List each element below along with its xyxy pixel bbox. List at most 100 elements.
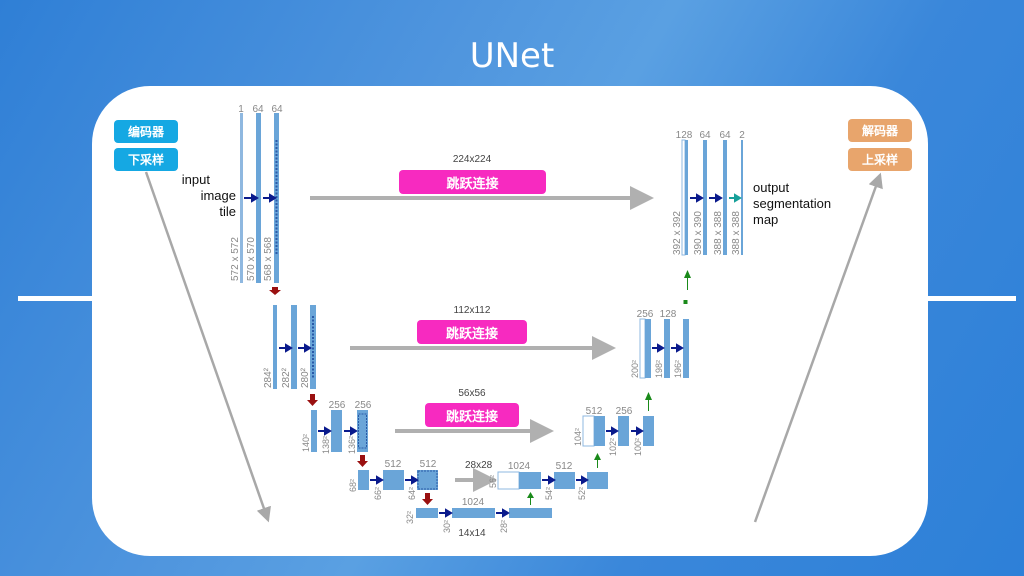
channel-label: 1024	[508, 461, 531, 472]
channel-label: 256	[637, 309, 654, 320]
right-divider	[926, 296, 1016, 301]
feature-map	[358, 470, 369, 490]
feature-map	[383, 470, 404, 490]
resolution-label: 28x28	[465, 460, 493, 471]
feature-map	[594, 416, 605, 446]
size-label: 570 x 570	[246, 237, 257, 281]
channel-label: 64	[719, 130, 731, 141]
conv-arrow	[370, 475, 384, 485]
upconv-arrow	[645, 392, 652, 411]
size-label: 28²	[499, 520, 509, 533]
skip-connection-button-56[interactable]: 跳跃连接	[425, 403, 519, 427]
conv-arrow	[298, 343, 312, 353]
channel-label: 512	[385, 459, 402, 470]
skip-connection-button-224[interactable]: 跳跃连接	[399, 170, 546, 194]
upconv-arrow	[527, 492, 534, 505]
channel-label: 1024	[462, 497, 485, 508]
slide-title: UNet	[469, 36, 555, 76]
feature-map	[357, 410, 368, 452]
pool-arrow	[357, 455, 368, 467]
feature-map	[683, 319, 689, 378]
feature-map	[703, 140, 707, 255]
size-label: 64²	[407, 487, 417, 500]
skip-connection-button-112[interactable]: 跳跃连接	[417, 320, 527, 344]
size-label: 284²	[263, 367, 274, 388]
channel-label: 64	[699, 130, 711, 141]
conv-arrow	[496, 508, 510, 518]
size-label: 30²	[442, 520, 452, 533]
upsample-guide-arrow	[753, 172, 883, 523]
input-label: image	[201, 188, 236, 203]
size-label: 56²	[488, 475, 498, 488]
downsample-guide-arrow	[144, 171, 271, 523]
size-label: 280²	[300, 367, 311, 388]
feature-map	[417, 470, 438, 490]
feature-map	[645, 319, 651, 378]
conv-arrow	[671, 343, 684, 353]
skip-resolution-112: 112x112	[453, 305, 491, 316]
channel-label: 256	[329, 400, 346, 411]
feature-map-copied	[639, 318, 646, 379]
size-label: 196²	[673, 360, 683, 378]
decoder-tag: 解码器	[848, 119, 912, 142]
size-label: 388 x 388	[731, 211, 742, 255]
upconv-arrow-gap	[683, 300, 688, 304]
feature-map	[509, 508, 552, 518]
size-label: 100²	[633, 438, 643, 456]
size-label: 138²	[321, 436, 331, 454]
channel-label: 2	[739, 130, 745, 141]
size-label: 392 x 392	[672, 211, 683, 255]
channel-label: 1	[238, 104, 244, 115]
conv-arrow	[631, 426, 644, 436]
feature-map	[664, 319, 670, 378]
pool-arrow	[269, 287, 281, 295]
output-label: output	[753, 180, 790, 195]
input-label: input	[182, 172, 211, 187]
conv-arrow	[279, 343, 293, 353]
size-label: 140²	[301, 434, 311, 452]
channel-label: 512	[556, 461, 573, 472]
feature-map	[519, 472, 541, 489]
upsample-tag: 上采样	[848, 148, 912, 171]
pool-arrow	[307, 394, 318, 406]
size-label: 572 x 572	[230, 237, 241, 281]
downsample-tag: 下采样	[114, 148, 178, 171]
channel-label: 512	[586, 406, 603, 417]
size-label: 68²	[348, 479, 358, 492]
input-label: tile	[219, 204, 236, 219]
conv-arrow	[709, 193, 723, 203]
upconv-arrow	[594, 453, 601, 468]
size-label: 136²	[347, 436, 357, 454]
size-label: 32²	[405, 511, 415, 524]
feature-map	[685, 140, 688, 255]
left-divider	[18, 296, 98, 301]
size-label: 200²	[630, 360, 640, 378]
feature-map	[554, 472, 575, 489]
encoder-tag: 编码器	[114, 120, 178, 143]
conv-arrow	[652, 343, 665, 353]
feature-map	[587, 472, 608, 489]
feature-map	[643, 416, 654, 446]
output-conv-arrow	[729, 193, 742, 203]
feature-map	[240, 113, 243, 283]
conv-arrow	[606, 426, 619, 436]
feature-map-copied	[582, 415, 595, 447]
size-label: 568 x 568	[263, 237, 274, 281]
conv-arrow	[344, 426, 358, 436]
feature-map-copied	[497, 471, 520, 490]
channel-label: 512	[420, 459, 437, 470]
channel-label: 256	[616, 406, 633, 417]
conv-arrow	[244, 193, 259, 203]
size-label: 104²	[573, 428, 583, 446]
size-label: 66²	[373, 487, 383, 500]
skip-resolution-56: 56x56	[458, 388, 486, 399]
channel-label: 128	[676, 130, 693, 141]
size-label: 390 x 390	[693, 211, 704, 255]
pool-arrow	[422, 493, 433, 505]
size-label: 54²	[544, 487, 554, 500]
channel-label: 256	[355, 400, 372, 411]
feature-map	[723, 140, 727, 255]
size-label: 388 x 388	[713, 211, 724, 255]
skip-resolution-224: 224x224	[452, 154, 492, 165]
